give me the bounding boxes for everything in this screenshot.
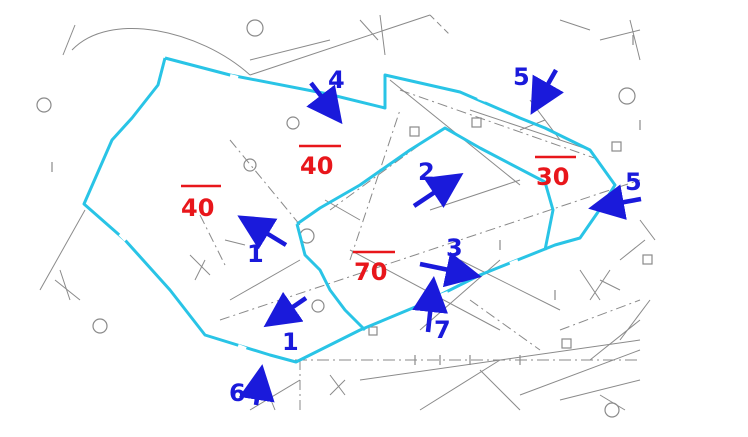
center-boundary [295,223,367,332]
arrow-2 [412,173,464,208]
arrow-7 [412,276,449,333]
arrow-3 [419,251,482,288]
arrow-1-top [237,215,288,250]
arrows [237,68,642,406]
map-symbols [36,19,653,418]
arrow-label-4: 4 [328,66,345,94]
value-right: 30 [536,163,569,191]
value-center: 70 [354,258,387,286]
arrow-4 [306,81,343,125]
arrow-label-3: 3 [446,234,463,262]
arrow-label-1-top: 1 [247,240,264,268]
parcel-values: 40 40 70 30 [181,144,576,286]
arrow-label-6: 6 [229,379,246,407]
arrow-label-2: 2 [418,158,435,186]
arrow-labels: 1 1 2 3 4 5 5 6 7 [229,63,642,407]
value-upper: 40 [300,152,333,180]
arrow-5-top [530,68,564,115]
arrow-5-right [588,184,642,220]
arrow-label-5-right: 5 [625,168,642,196]
inner-boundary [296,126,555,251]
arrow-6 [239,364,275,406]
arrow-label-5-top: 5 [513,63,530,91]
value-left: 40 [181,194,214,222]
arrow-1-bottom [263,291,308,328]
arrow-label-7: 7 [434,316,451,344]
arrow-label-1-bottom: 1 [282,328,299,356]
background-linework [39,14,656,411]
